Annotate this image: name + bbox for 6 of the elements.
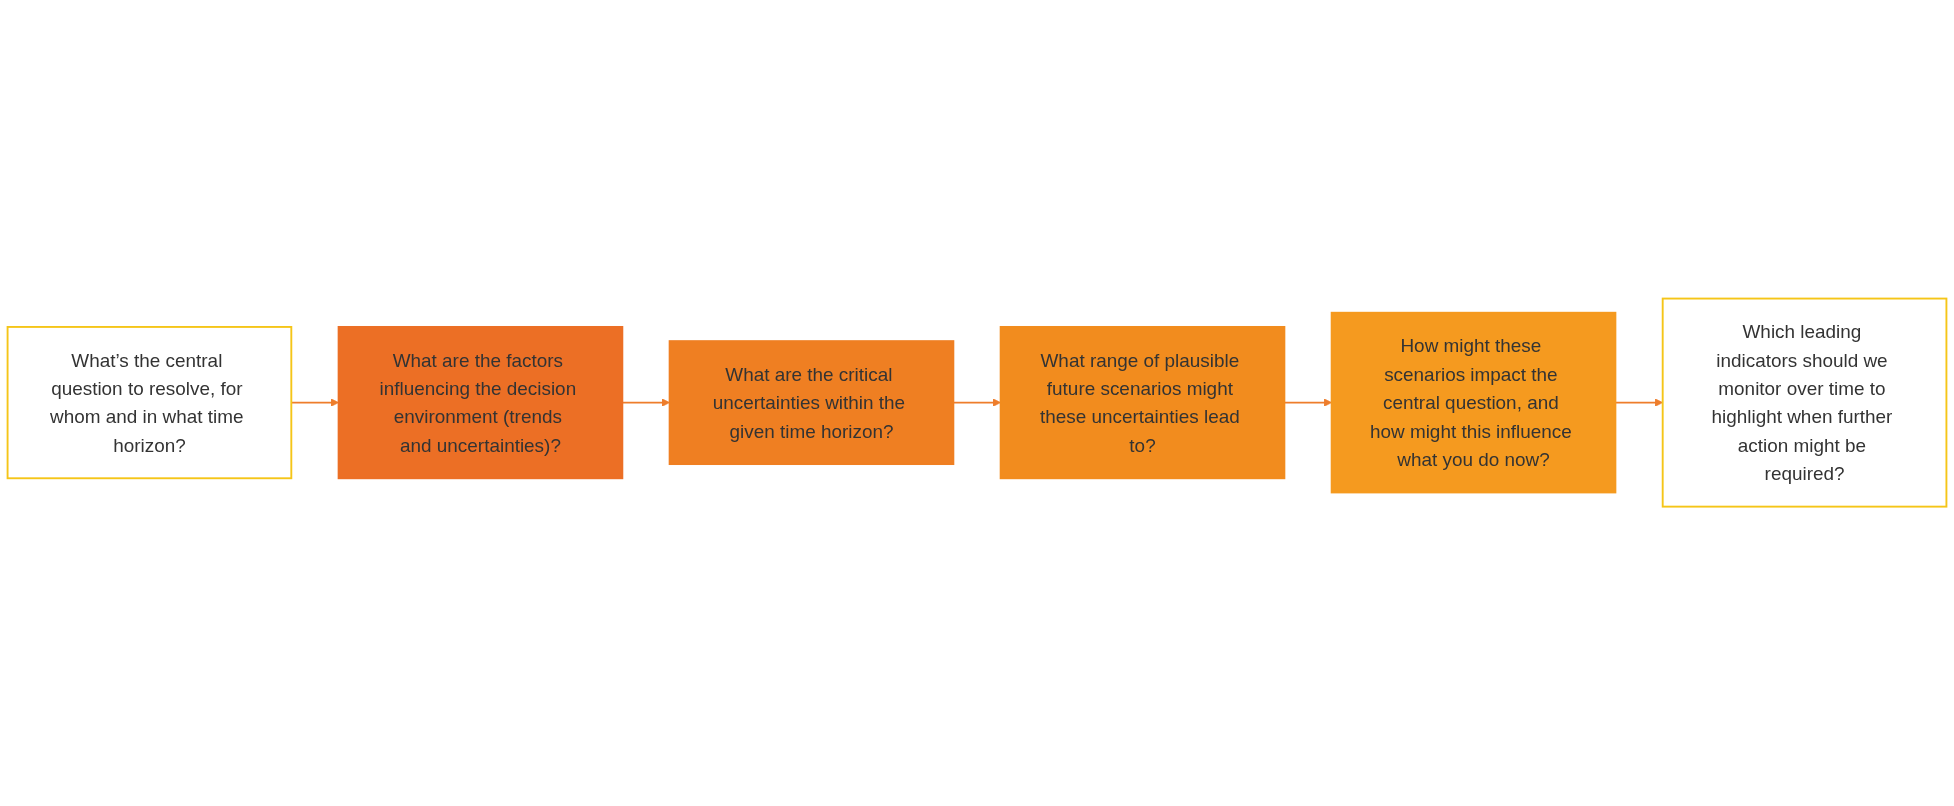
node-box: How might these scenarios impact the central question, and how might this influence what you do now? xyxy=(1330,312,1617,494)
node-box: What range of plausible future scenarios might these uncertainties lead to? xyxy=(999,326,1286,480)
node-box: What are the factors influencing the decision environment (trends and uncertainties)? xyxy=(337,326,624,480)
node-box: What’s the central question to resolve, for whom and in what time horizon? xyxy=(6,326,293,480)
node-box: Which leading indicators should we monitor over time to highlight when further action might be required? xyxy=(1661,298,1948,508)
node-box: What are the critical uncertainties within the given time horizon? xyxy=(668,340,955,466)
